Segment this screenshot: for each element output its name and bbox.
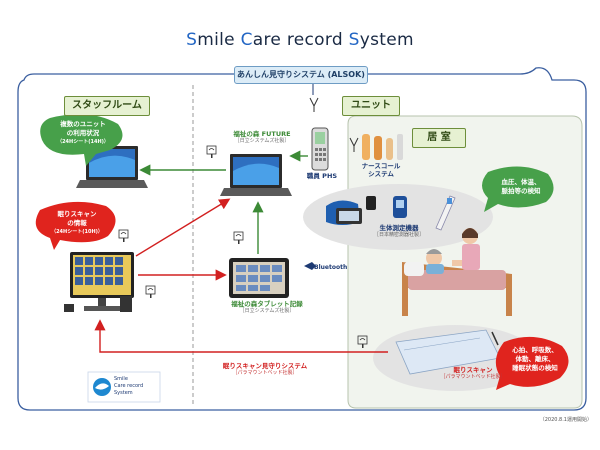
future-label: 福祉の森 FUTURE ［日立システムズ社製］ [233, 130, 291, 144]
pulse-oximeter [393, 196, 407, 218]
arrow-monitor-to-future [135, 198, 231, 257]
phs-label: 職員 PHS [306, 172, 338, 180]
bubble-heart-text: 心拍、呼吸数、体動、離床、睡眠状態の検知 [512, 346, 558, 372]
sleepscan-monitor [64, 252, 134, 312]
bubble-multi-unit-text: 複数のユニットの利用状況（24Hシート(14H)） [57, 120, 109, 145]
bubble-sleep-scan [35, 201, 116, 250]
staff-room-label: スタッフルーム [64, 96, 150, 116]
thermometer [435, 195, 456, 231]
antenna-icon-nurse [349, 137, 359, 152]
page-title: Smile Care record System [186, 30, 414, 50]
blood-pressure-meter [326, 196, 376, 225]
unit-label: ユニット [342, 96, 400, 116]
bubble-vitals-text: 血圧、体温、脈拍等の検知 [501, 178, 541, 195]
sleep-scan-label: 眠りスキャン ［パラマウントベッド社製］ [440, 366, 506, 380]
bed-scene [402, 228, 512, 316]
phs-phone [311, 127, 329, 171]
bubble-vitals [482, 166, 554, 212]
room-label: 居 室 [412, 128, 466, 148]
wifi-icon-staff [118, 229, 129, 242]
nurse-call-label: ナースコールシステム [361, 162, 401, 178]
wifi-icon-future [206, 145, 217, 158]
antenna-icon-phs [309, 97, 319, 112]
staff-laptop [76, 146, 148, 188]
bubble-sleep-scan-text: 眠りスキャンの情報（24Hシート(10H)） [51, 210, 103, 235]
bubble-multi-unit [40, 114, 123, 166]
bluetooth-badge [304, 262, 316, 270]
future-laptop [220, 154, 292, 196]
bubble-heart [495, 336, 569, 390]
tablet-device [229, 258, 289, 298]
footnote: （2020.8.1運用開始） [539, 417, 592, 423]
wifi-icon-tablet [233, 231, 244, 244]
wifi-icon-sleepscan [357, 335, 368, 348]
bluetooth-label: Bluetooth [314, 264, 348, 271]
arrow-sleepscan-to-monitor [94, 319, 388, 353]
alsok-label: あんしん見守りシステム (ALSOK) [234, 66, 368, 84]
tablet-label: 福祉の森タブレット記録 ［日立システムズ社製］ [231, 300, 303, 314]
sleep-system-label: 眠りスキャン見守りシステム ［パラマウントベッド社製］ [222, 362, 308, 376]
vital-device-label: 生体測定機器 ［日本精密測器社製］ [373, 224, 424, 238]
logo-mark [87, 371, 161, 403]
wifi-icon-monitor [145, 285, 156, 298]
nurse-call-devices [362, 134, 403, 160]
